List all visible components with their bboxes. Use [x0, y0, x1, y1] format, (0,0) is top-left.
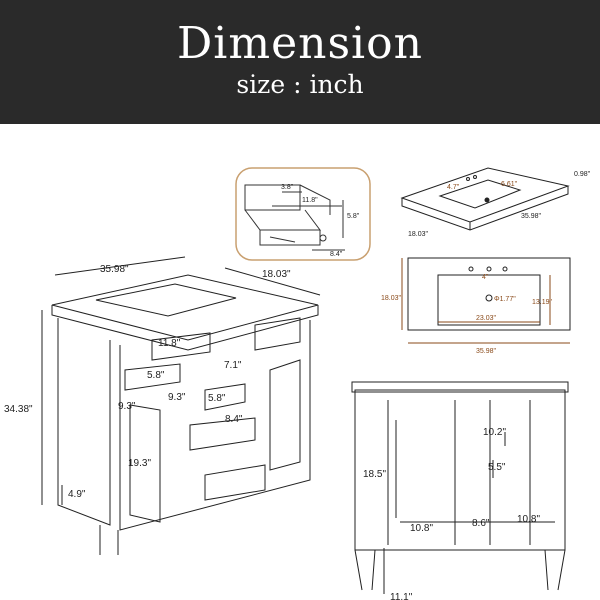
back-view [351, 381, 569, 594]
sink-plan-depth: 18.03" [381, 295, 402, 302]
back-view-leg: 11.1" [390, 592, 413, 600]
drawer-detail [235, 167, 371, 261]
vanity-dim-5-8a: 5.8" [147, 370, 165, 381]
page-subtitle: size : inch [236, 70, 364, 99]
vanity-dim-9-3a: 9.3" [118, 401, 136, 412]
sink-iso-dim-b: 6.61" [501, 181, 518, 188]
sink-plan-hole: 4" [482, 274, 489, 281]
sink-plan-bowl-width: 23.03" [476, 315, 497, 322]
vanity-depth: 18.03" [262, 269, 291, 280]
drawer-detail-dim-2: 11.8" [302, 197, 318, 204]
sink-plan-drain: Φ1.77" [494, 296, 516, 303]
vanity-dim-7-1: 7.1" [224, 360, 242, 371]
vanity-dim-5-8b: 5.8" [208, 393, 226, 404]
drawer-detail-dim-3: 5.8" [347, 213, 360, 220]
vanity-dim-9-3b: 9.3" [168, 392, 186, 403]
vanity-dim-11-8: 11.8" [158, 338, 181, 349]
drawer-detail-dim-1: 3.8" [281, 184, 294, 191]
sink-iso-depth: 18.03" [408, 231, 429, 238]
vanity-height: 34.38" [4, 404, 33, 415]
vanity-drawing [41, 256, 321, 555]
vanity-dim-4-9: 4.9" [68, 489, 86, 500]
sink-iso [400, 167, 570, 231]
sink-iso-width: 35.98" [521, 213, 542, 220]
drawer-detail-dim-4: 8.4" [330, 251, 343, 258]
back-view-gap: 5.5" [488, 462, 506, 473]
back-view-shelf: 10.2" [483, 427, 506, 438]
vanity-dim-8-4: 8.4" [225, 414, 243, 425]
back-view-width-3: 10.8" [517, 514, 540, 525]
sink-plan-width: 35.98" [476, 348, 497, 355]
page-title: Dimension [177, 18, 423, 69]
vanity-dim-19-3: 19.3" [128, 458, 151, 469]
back-view-height: 18.5" [363, 469, 386, 480]
back-view-width-2: 8.6" [472, 518, 490, 529]
sink-plan [401, 257, 571, 344]
sink-plan-bowl-depth: 13.19" [532, 299, 553, 306]
back-view-width-1: 10.8" [410, 523, 433, 534]
vanity-width: 35.98" [100, 264, 129, 275]
title-banner: Dimension size : inch [0, 0, 600, 124]
sink-iso-height: 0.98" [574, 171, 591, 178]
sink-iso-dim-a: 4.7" [447, 184, 460, 191]
